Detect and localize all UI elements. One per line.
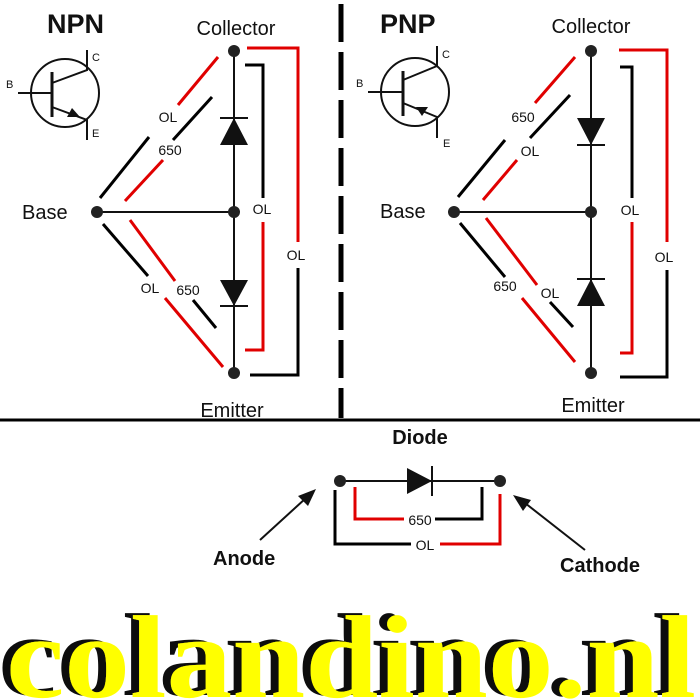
npn-mid-node [228, 206, 240, 218]
npn-probe-black [98, 136, 151, 199]
pnp-reading-bc-upper: 650 [511, 109, 535, 125]
npn-probe-red [123, 158, 165, 203]
pnp-emitter-node [585, 367, 597, 379]
pnp-outer-bracket-black [620, 270, 669, 379]
pnp-probe-black [456, 139, 507, 198]
pnp-collector-label: Collector [552, 16, 631, 38]
pnp-reading-be-lower: OL [541, 285, 560, 301]
pnp-title: PNP [380, 9, 436, 39]
npn-section: NPN B C E Collector Base Emitter [6, 9, 306, 422]
npn-diode-bc-icon [220, 117, 248, 145]
pnp-symbol-icon: B C E [356, 46, 450, 150]
pnp-probe-red [533, 56, 577, 104]
npn-reading-bc-lower: 650 [158, 142, 182, 158]
npn-inner-bracket-red [245, 222, 265, 352]
diode-title: Diode [392, 427, 448, 449]
npn-probe-black [171, 95, 214, 142]
npn-reading-bc-upper: OL [159, 109, 178, 125]
npn-diode-be-icon [220, 280, 248, 307]
diode-reading-forward: 650 [408, 512, 432, 528]
npn-symbol-e: E [92, 128, 99, 140]
npn-symbol-b: B [6, 79, 13, 91]
pnp-probe-black [458, 222, 507, 278]
anode-label: Anode [213, 548, 275, 570]
npn-collector-label: Collector [197, 18, 276, 40]
pnp-reading-ce-inner: OL [621, 202, 640, 218]
diode-section: Diode 650 OL Anode Cathode [213, 427, 640, 577]
pnp-base-node [448, 206, 460, 218]
npn-inner-bracket-black [245, 63, 265, 198]
pnp-symbol-c: C [442, 49, 450, 61]
pnp-emitter-label: Emitter [561, 395, 625, 417]
npn-probe-black [101, 223, 150, 277]
pnp-reading-be-upper: 650 [493, 278, 517, 294]
npn-base-node [91, 206, 103, 218]
npn-symbol-icon: B C E [6, 50, 100, 140]
pnp-symbol-e: E [443, 138, 450, 150]
npn-outer-bracket-red [247, 46, 300, 242]
npn-probe-red [176, 56, 220, 106]
pnp-diode-be-icon [577, 278, 605, 306]
cathode-label: Cathode [560, 555, 640, 577]
pnp-diode-bc-icon [577, 118, 605, 146]
pnp-probe-red [484, 217, 539, 286]
pnp-reading-ce-outer: OL [655, 249, 674, 265]
pnp-collector-node [585, 45, 597, 57]
npn-symbol-c: C [92, 52, 100, 64]
pnp-section: PNP B C E Collector Base Emitter [356, 9, 674, 417]
npn-probe-red [163, 297, 225, 368]
watermark-logo: colandino.nl [6, 592, 696, 700]
pnp-probe-black [548, 300, 575, 329]
diode-reverse-bracket-red [440, 494, 502, 546]
diode-forward-bracket-black [435, 487, 484, 521]
pnp-outer-bracket-red [619, 48, 669, 242]
pnp-inner-bracket-black [620, 65, 634, 198]
npn-base-label: Base [22, 202, 68, 224]
npn-reading-ce-outer: OL [287, 247, 306, 263]
watermark-text: colandino.nl [6, 592, 696, 700]
pnp-probe-red [481, 159, 519, 201]
diode-forward-bracket-red [353, 487, 404, 521]
pnp-base-label: Base [380, 201, 426, 223]
npn-reading-ce-inner: OL [253, 201, 272, 217]
npn-probe-red [128, 219, 177, 282]
pnp-probe-black [528, 93, 572, 140]
pnp-mid-node [585, 206, 597, 218]
diode-reverse-bracket-black [333, 490, 411, 546]
cathode-arrow-icon [513, 495, 586, 551]
npn-reading-be-lower: 650 [176, 282, 200, 298]
npn-reading-be-upper: OL [141, 280, 160, 296]
pnp-probe-red [520, 297, 577, 363]
pnp-reading-bc-lower: OL [521, 143, 540, 159]
npn-emitter-label: Emitter [200, 400, 264, 422]
pnp-symbol-b: B [356, 78, 363, 90]
anode-arrow-icon [259, 489, 316, 541]
npn-emitter-node [228, 367, 240, 379]
npn-collector-node [228, 45, 240, 57]
pnp-inner-bracket-red [620, 222, 634, 355]
anode-node [334, 475, 346, 487]
cathode-node [494, 475, 506, 487]
diode-reading-reverse: OL [416, 537, 435, 553]
diode-symbol-icon [407, 466, 433, 496]
npn-probe-black [191, 299, 218, 329]
npn-title: NPN [47, 9, 104, 39]
npn-outer-bracket-black [250, 268, 300, 377]
